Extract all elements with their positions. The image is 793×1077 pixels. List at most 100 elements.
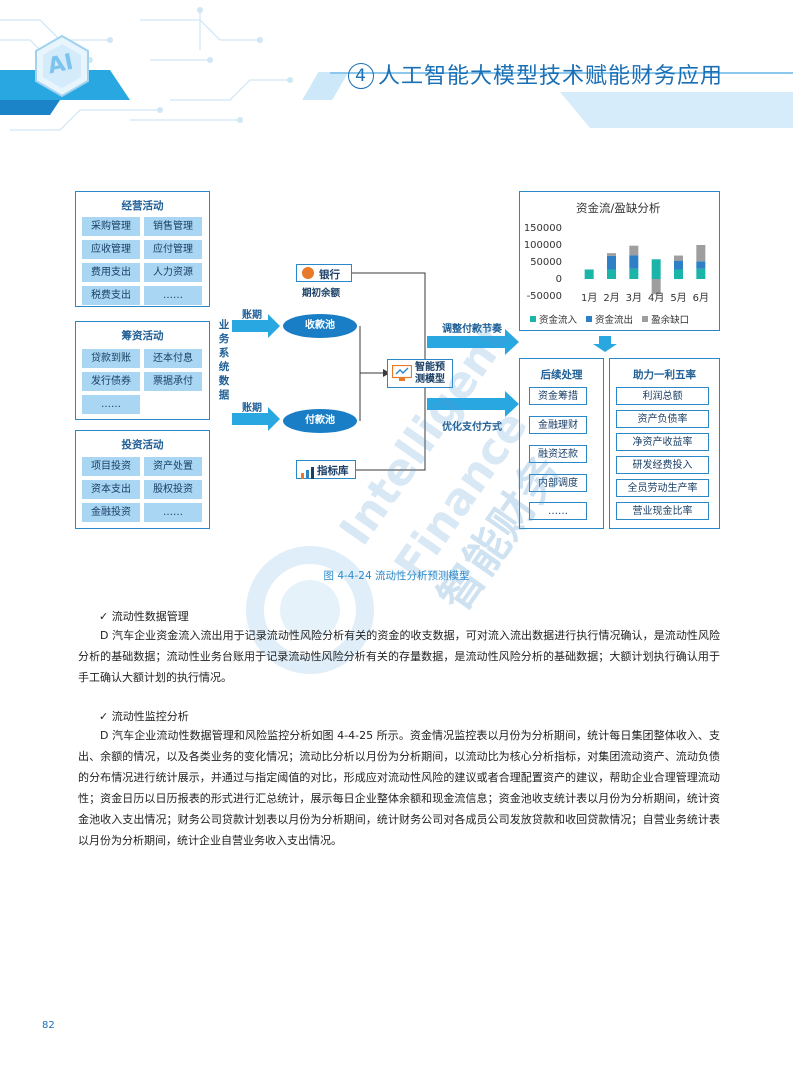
char: 务	[218, 333, 230, 345]
investing-item: 资本支出	[82, 480, 140, 499]
bar-盈余缺口	[651, 279, 661, 295]
follow-up-item: 融资还款	[529, 445, 587, 463]
operating-item: 税费支出	[82, 286, 140, 305]
financing-item: 还本付息	[144, 349, 202, 368]
y-tick-label: 150000	[524, 223, 562, 234]
operating-activities-panel: 经营活动 采购管理 销售管理 应收管理 应付管理 费用支出 人力资源 税费支出 …	[75, 191, 210, 307]
investing-item: 项目投资	[82, 457, 140, 476]
follow-up-item: ……	[529, 502, 587, 520]
prediction-model-title: 智能预测模型	[415, 362, 445, 385]
operating-item: 应收管理	[82, 240, 140, 259]
operating-item: 人力资源	[144, 263, 202, 282]
financing-activities-panel: 筹资活动 贷款到账 还本付息 发行债券 票据承付 ……	[75, 321, 210, 420]
panel-title: 投资活动	[121, 439, 164, 451]
bank-subtitle: 期初余额	[302, 288, 341, 299]
section-number: 4	[348, 63, 374, 89]
header-decoration	[0, 7, 793, 131]
legend-outflow: 资金流出	[595, 315, 634, 326]
bar-资金流入	[674, 269, 683, 279]
x-tick-label: 4月	[648, 292, 664, 304]
financing-item: ……	[82, 395, 140, 414]
business-system-data-label: 业 务 系 统 数 据	[218, 318, 230, 402]
char: 统	[218, 361, 230, 373]
bank-node: 银行	[296, 264, 352, 282]
panel-title: 筹资活动	[121, 330, 164, 342]
char: 系	[218, 347, 230, 359]
bar-资金流入	[696, 268, 706, 279]
operating-item: ……	[144, 286, 202, 305]
legend-swatch-outflow	[586, 316, 593, 322]
ratio-item: 营业现金比率	[616, 502, 709, 520]
follow-up-item: 金融理财	[529, 416, 587, 434]
bar-资金流出	[607, 255, 616, 270]
monitor-icon	[391, 364, 413, 382]
follow-up-panel: 后续处理 资金筹措 金融理财 融资还款 内部调度 ……	[519, 358, 604, 529]
bar-盈余缺口	[674, 255, 683, 261]
investing-item: 资产处置	[144, 457, 202, 476]
bar-资金流入	[651, 259, 661, 279]
x-tick-label: 5月	[670, 292, 686, 304]
ratios-panel: 助力一利五率 利润总额 资产负债率 净资产收益率 研发经费投入 全员劳动生产率 …	[609, 358, 720, 529]
operating-item: 采购管理	[82, 217, 140, 236]
adjust-payment-rhythm-label: 调整付款节奏	[442, 324, 502, 335]
legend-swatch-gap	[642, 316, 649, 322]
x-tick-label: 2月	[603, 292, 619, 304]
char: 业	[218, 319, 230, 331]
legend-inflow: 资金流入	[539, 315, 578, 326]
prediction-model-node: 智能预测模型	[387, 359, 453, 388]
globe-icon	[302, 267, 314, 279]
y-tick-label: -50000	[527, 291, 562, 302]
watermark-logo	[246, 546, 374, 674]
ratio-item: 资产负债率	[616, 410, 709, 428]
bar-盈余缺口	[607, 253, 616, 256]
payment-pool: 付款池	[283, 409, 357, 433]
investing-item: 股权投资	[144, 480, 202, 499]
panel-title: 助力一利五率	[633, 369, 696, 381]
x-tick-label: 6月	[693, 292, 709, 304]
panel-title: 后续处理	[540, 369, 583, 381]
legend-swatch-inflow	[530, 316, 536, 322]
cash-flow-chart: 150000 100000 50000 0 -50000 1月 2月 3月 4月 5月 6月	[524, 223, 709, 304]
bar-资金流出	[674, 260, 683, 270]
y-tick-label: 0	[556, 274, 562, 285]
chart-legend: 资金流入 资金流出 盈余缺口	[524, 312, 689, 326]
ratio-item: 净资产收益率	[616, 433, 709, 451]
page-number: 82	[42, 1020, 55, 1031]
bar-资金流入	[629, 268, 639, 279]
investing-activities-panel: 投资活动 项目投资 资产处置 资本支出 股权投资 金融投资 ……	[75, 430, 210, 529]
follow-up-item: 资金筹措	[529, 387, 587, 405]
ai-badge-text: AI	[45, 49, 76, 80]
investing-item: 金融投资	[82, 503, 140, 522]
bank-title: 银行	[319, 269, 340, 281]
char: 数	[218, 375, 230, 387]
ledger-period-label-2: 账期	[242, 403, 262, 414]
section-heading-monitoring-analysis: ✓ 流动性监控分析	[99, 710, 189, 723]
bar-盈余缺口	[696, 245, 706, 262]
investing-item: ……	[144, 503, 202, 522]
operating-item: 应付管理	[144, 240, 202, 259]
financing-item: 贷款到账	[82, 349, 140, 368]
ledger-period-label-1: 账期	[242, 310, 262, 321]
y-tick-label: 100000	[524, 240, 562, 251]
panel-title: 经营活动	[121, 200, 164, 212]
x-tick-label: 3月	[626, 292, 642, 304]
operating-item: 费用支出	[82, 263, 140, 282]
operating-item: 销售管理	[144, 217, 202, 236]
ratio-item: 研发经费投入	[616, 456, 709, 474]
indicator-library-title: 指标库	[317, 465, 349, 477]
char: 据	[218, 389, 230, 401]
optimize-payment-method-label: 优化支付方式	[442, 422, 502, 433]
chapter-title: 人工智能大模型技术赋能财务应用	[378, 64, 724, 89]
y-tick-label: 50000	[530, 257, 562, 268]
cash-flow-chart-panel: 资金流/盈缺分析 150000 100000 50000 0 -50000 1月 2月 3月 4…	[519, 191, 720, 331]
chart-title: 资金流/盈缺分析	[576, 201, 661, 215]
ratio-item: 利润总额	[616, 387, 709, 405]
figure-caption: 图 4-4-24 流动性分析预测模型	[323, 570, 470, 582]
financing-item: 票据承付	[144, 372, 202, 391]
follow-up-item: 内部调度	[529, 474, 587, 492]
x-tick-label: 1月	[581, 292, 597, 304]
receipt-pool: 收款池	[283, 314, 357, 338]
bar-chart-icon	[301, 464, 314, 479]
indicator-library-node: 指标库	[296, 460, 356, 479]
